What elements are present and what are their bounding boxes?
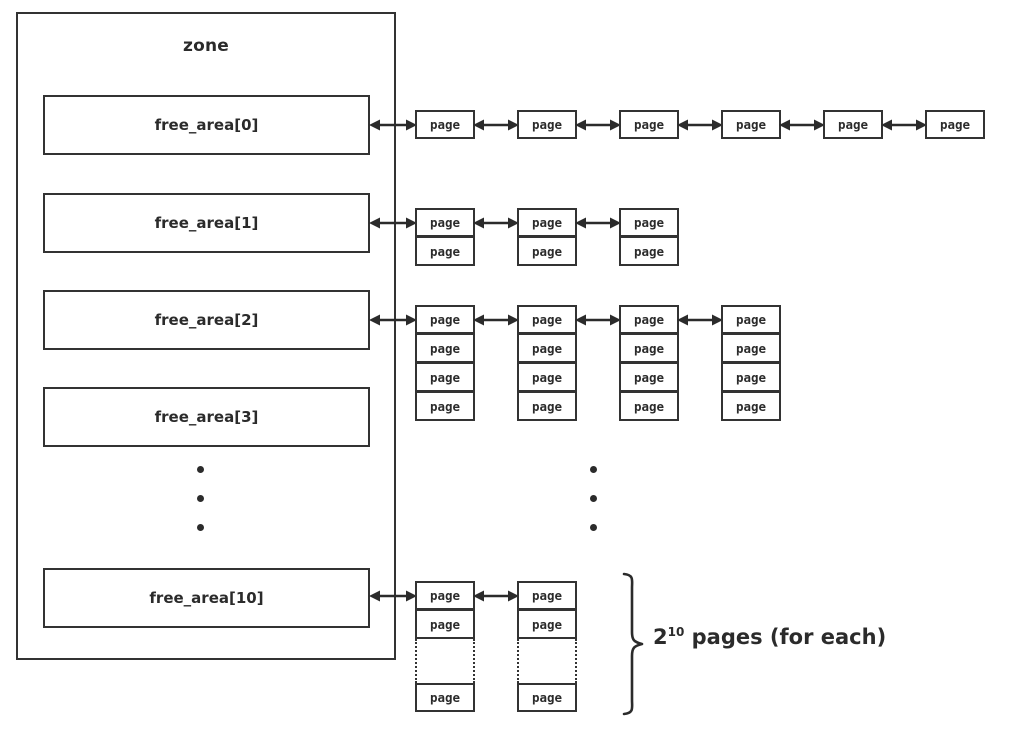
annotation-suffix: pages (for each) bbox=[684, 625, 887, 649]
free-area-1-label: free_area[1] bbox=[154, 214, 259, 232]
ellipsis-dot bbox=[197, 524, 204, 531]
page-link-arrow bbox=[473, 313, 519, 327]
page-box[interactable]: page bbox=[415, 683, 475, 712]
page-box[interactable]: page bbox=[415, 208, 475, 237]
page-link-arrow bbox=[473, 216, 519, 230]
annotation-exponent: 10 bbox=[667, 625, 685, 639]
page-link-arrow bbox=[575, 313, 621, 327]
page-box[interactable]: page bbox=[721, 334, 781, 363]
page-box[interactable]: page bbox=[721, 305, 781, 334]
page-box[interactable]: page bbox=[415, 610, 475, 639]
page-box[interactable]: page bbox=[517, 683, 577, 712]
page-box[interactable]: page bbox=[619, 363, 679, 392]
page-box[interactable]: page bbox=[721, 110, 781, 139]
page-box[interactable]: page bbox=[517, 363, 577, 392]
page-link-arrow bbox=[677, 313, 723, 327]
page-link-arrow bbox=[677, 118, 723, 132]
page-box[interactable]: page bbox=[517, 610, 577, 639]
page-box[interactable]: page bbox=[925, 110, 985, 139]
page-box[interactable]: page bbox=[619, 334, 679, 363]
page-box[interactable]: page bbox=[517, 237, 577, 266]
free-area-2-box[interactable]: free_area[2] bbox=[43, 290, 370, 350]
pages-count-brace bbox=[620, 572, 650, 716]
page-box[interactable]: page bbox=[415, 334, 475, 363]
page-box[interactable]: page bbox=[619, 392, 679, 421]
pages-count-annotation: 210 pages (for each) bbox=[653, 625, 886, 649]
free-area-10-box[interactable]: free_area[10] bbox=[43, 568, 370, 628]
page-box[interactable]: page bbox=[517, 305, 577, 334]
page-truncation-gap bbox=[415, 639, 475, 683]
page-box[interactable]: page bbox=[517, 334, 577, 363]
free-area-1-box[interactable]: free_area[1] bbox=[43, 193, 370, 253]
link-arrow-free-area-0 bbox=[369, 118, 417, 132]
ellipsis-dot bbox=[590, 524, 597, 531]
page-link-arrow bbox=[575, 216, 621, 230]
page-link-arrow bbox=[473, 589, 519, 603]
page-truncation-gap bbox=[517, 639, 577, 683]
page-box[interactable]: page bbox=[415, 392, 475, 421]
link-arrow-free-area-10 bbox=[369, 589, 417, 603]
free-area-3-label: free_area[3] bbox=[154, 408, 259, 426]
annotation-base: 2 bbox=[653, 625, 668, 649]
ellipsis-dot bbox=[590, 466, 597, 473]
link-arrow-free-area-1 bbox=[369, 216, 417, 230]
page-box[interactable]: page bbox=[721, 392, 781, 421]
free-area-2-label: free_area[2] bbox=[154, 311, 259, 329]
page-link-arrow bbox=[575, 118, 621, 132]
page-box[interactable]: page bbox=[517, 208, 577, 237]
free-area-0-box[interactable]: free_area[0] bbox=[43, 95, 370, 155]
page-box[interactable]: page bbox=[415, 363, 475, 392]
page-box[interactable]: page bbox=[415, 581, 475, 610]
page-box[interactable]: page bbox=[823, 110, 883, 139]
page-box[interactable]: page bbox=[517, 110, 577, 139]
free-area-0-label: free_area[0] bbox=[154, 116, 259, 134]
ellipsis-dot bbox=[590, 495, 597, 502]
page-box[interactable]: page bbox=[517, 392, 577, 421]
page-box[interactable]: page bbox=[517, 581, 577, 610]
zone-title: zone bbox=[182, 36, 229, 56]
free-area-3-box[interactable]: free_area[3] bbox=[43, 387, 370, 447]
link-arrow-free-area-2 bbox=[369, 313, 417, 327]
page-box[interactable]: page bbox=[619, 110, 679, 139]
page-box[interactable]: page bbox=[619, 208, 679, 237]
ellipsis-dot bbox=[197, 495, 204, 502]
page-link-arrow bbox=[473, 118, 519, 132]
free-area-10-label: free_area[10] bbox=[149, 589, 264, 607]
ellipsis-dot bbox=[197, 466, 204, 473]
page-box[interactable]: page bbox=[415, 305, 475, 334]
page-link-arrow bbox=[881, 118, 927, 132]
page-link-arrow bbox=[779, 118, 825, 132]
page-box[interactable]: page bbox=[619, 237, 679, 266]
pages-ellipsis-dots bbox=[590, 466, 597, 531]
zone-ellipsis-dots bbox=[197, 466, 204, 531]
page-box[interactable]: page bbox=[721, 363, 781, 392]
page-box[interactable]: page bbox=[619, 305, 679, 334]
page-box[interactable]: page bbox=[415, 237, 475, 266]
page-box[interactable]: page bbox=[415, 110, 475, 139]
